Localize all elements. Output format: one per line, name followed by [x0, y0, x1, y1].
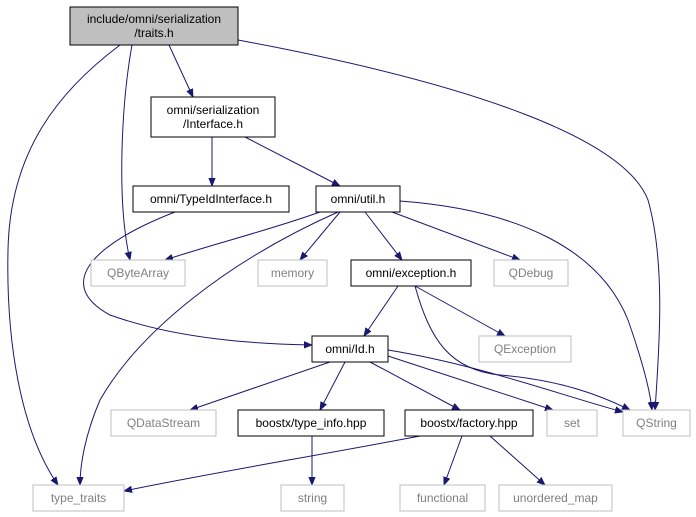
node-label: QString [636, 416, 677, 430]
node-box [32, 484, 125, 512]
node-box [498, 484, 613, 512]
node-exception[interactable]: omni/exception.h [350, 259, 472, 287]
edge-traits-to-qbytearray [121, 44, 133, 260]
node-box [311, 335, 389, 363]
edge-interface-to-util [244, 136, 340, 186]
node-label: QException [494, 342, 556, 356]
edge-factory-to-unorderedmap [489, 435, 545, 485]
edge-exception-to-qexception [414, 285, 505, 336]
node-box [350, 259, 472, 287]
node-box [110, 409, 217, 437]
node-qbytearray: QByteArray [90, 259, 186, 287]
edge-id-to-set [387, 355, 553, 410]
node-util[interactable]: omni/util.h [315, 185, 401, 213]
node-box [493, 259, 569, 287]
node-box [546, 409, 598, 437]
node-box [280, 484, 345, 512]
node-label: /Interface.h [183, 117, 243, 131]
edge-util-to-qbytearray [165, 211, 321, 260]
edge-traits-to-typetraits [7, 44, 121, 485]
node-box [399, 484, 486, 512]
node-label: omni/Id.h [325, 342, 374, 356]
node-typetraits: type_traits [32, 484, 125, 512]
node-qdebug: QDebug [493, 259, 569, 287]
node-functional: functional [399, 484, 486, 512]
node-traits[interactable]: include/omni/serialization/traits.h [69, 6, 239, 46]
node-label: omni/util.h [331, 192, 386, 206]
node-label: include/omni/serialization [87, 12, 221, 26]
node-qexception: QException [478, 335, 572, 363]
node-label: omni/TypeIdInterface.h [150, 192, 272, 206]
node-label: boostx/type_info.hpp [256, 416, 367, 430]
edge-util-to-qdebug [391, 211, 520, 260]
node-box [237, 409, 385, 437]
node-label: set [564, 416, 581, 430]
node-box [69, 6, 239, 46]
edge-traits-to-interface [168, 44, 194, 97]
edge-typeidinterface-to-id [83, 211, 312, 345]
node-box [478, 335, 572, 363]
node-box [257, 259, 328, 287]
node-layer: include/omni/serialization/traits.h omni/… [32, 6, 691, 512]
node-factory[interactable]: boostx/factory.hpp [404, 409, 534, 437]
node-unorderedmap: unordered_map [498, 484, 613, 512]
node-label: memory [271, 266, 314, 280]
edge-layer [7, 39, 661, 491]
node-label: unordered_map [513, 491, 598, 505]
node-label: QByteArray [107, 266, 169, 280]
node-typeidinterface[interactable]: omni/TypeIdInterface.h [132, 185, 290, 213]
edge-id-to-qdatastream [190, 361, 331, 410]
node-label: omni/exception.h [366, 266, 457, 280]
node-qstring: QString [622, 409, 691, 437]
node-id[interactable]: omni/Id.h [311, 335, 389, 363]
node-label: omni/serialization [167, 103, 260, 117]
edge-util-to-qstring [399, 200, 652, 410]
edge-traits-to-qstring [237, 39, 661, 410]
edge-id-to-typeinfo [320, 361, 346, 410]
node-qdatastream: QDataStream [110, 409, 217, 437]
node-string: string [280, 484, 345, 512]
edge-util-to-memory [300, 211, 341, 260]
node-box [622, 409, 691, 437]
node-box [150, 96, 276, 138]
node-box [90, 259, 186, 287]
node-label: string [298, 491, 327, 505]
edge-factory-to-typetraits [124, 435, 421, 491]
node-box [404, 409, 534, 437]
node-memory: memory [257, 259, 328, 287]
edge-exception-to-id [364, 285, 399, 336]
node-label: /traits.h [134, 26, 173, 40]
node-box [315, 185, 401, 213]
edge-util-to-exception [364, 211, 402, 260]
edge-id-to-qstring [387, 349, 623, 412]
node-label: QDataStream [127, 416, 200, 430]
edge-factory-to-functional [444, 435, 463, 485]
node-box [132, 185, 290, 213]
node-typeinfo[interactable]: boostx/type_info.hpp [237, 409, 385, 437]
node-label: type_traits [51, 491, 106, 505]
node-label: QDebug [509, 266, 554, 280]
node-interface[interactable]: omni/serialization/Interface.h [150, 96, 276, 138]
node-label: functional [417, 491, 468, 505]
edge-util-to-typetraits [80, 211, 339, 485]
node-set: set [546, 409, 598, 437]
edge-exception-to-qstring [414, 285, 630, 410]
node-label: boostx/factory.hpp [420, 416, 517, 430]
edge-id-to-factory [369, 361, 460, 410]
